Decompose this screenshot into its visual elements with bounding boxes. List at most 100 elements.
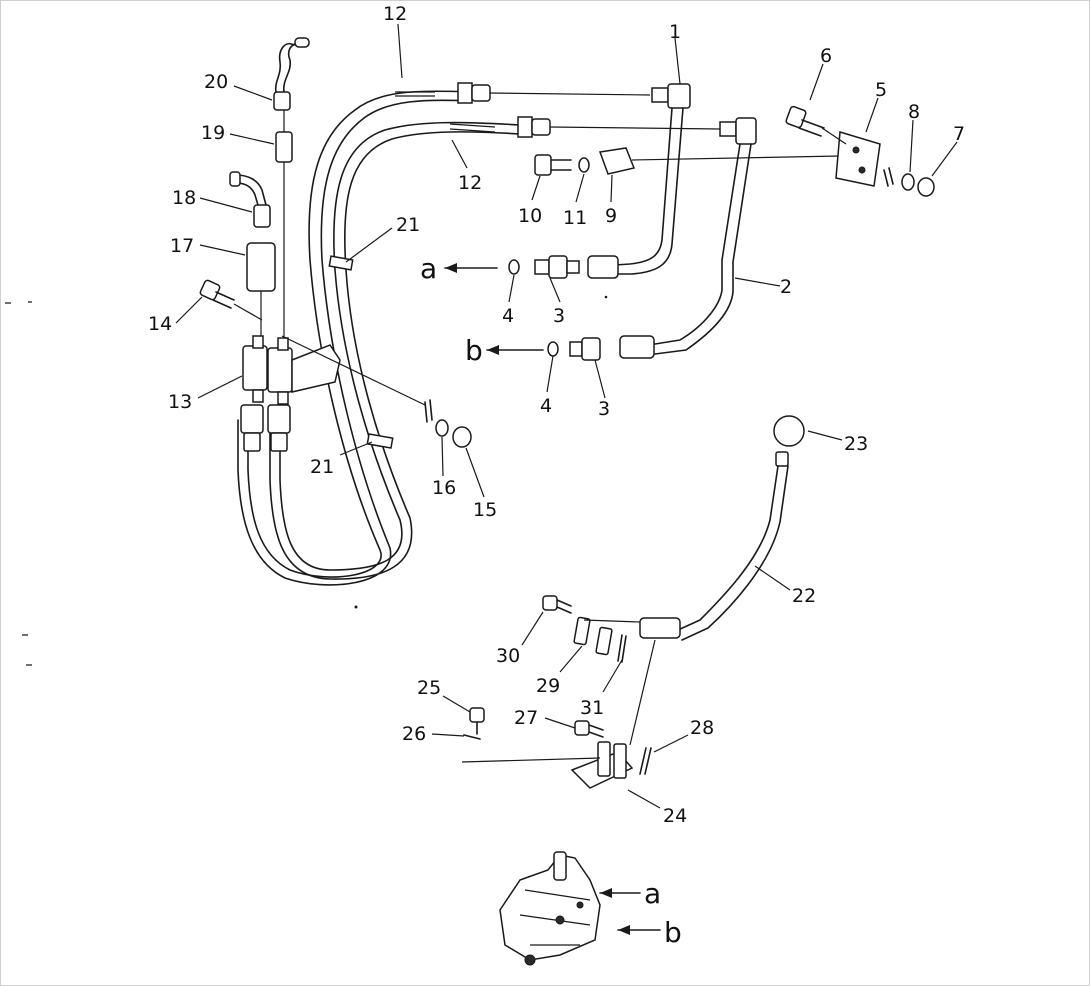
hose-fitting-top-inner: [517, 116, 551, 138]
hose-end-right: [267, 404, 291, 434]
hose-fitting-top-outer: [457, 82, 491, 104]
callout-2: 2: [780, 276, 792, 298]
callout-8: 8: [908, 101, 920, 123]
callout-30: 30: [496, 645, 520, 667]
callout-20: 20: [204, 71, 228, 93]
washer-11: [578, 157, 590, 173]
leader-line: [461, 757, 601, 763]
leader-line: [821, 127, 847, 145]
leader-line: [631, 155, 841, 161]
bolt-14: [199, 279, 235, 309]
callout-21-lower: 21: [310, 456, 334, 478]
bolt-25: [469, 707, 485, 735]
bolt-27: [574, 720, 604, 738]
bolt-10: [534, 154, 572, 176]
port-arrow-b-top: [486, 345, 544, 355]
knob-23: [773, 415, 805, 447]
wire-18: [229, 171, 267, 206]
port-label-b-bottom: b: [664, 916, 682, 949]
adapter-3-upper: [534, 255, 580, 279]
callout-12-middle: 12: [458, 172, 482, 194]
port-label-b-top: b: [465, 334, 483, 367]
leader-line: [233, 303, 263, 321]
callout-16: 16: [432, 477, 456, 499]
hose-12-outer: [237, 90, 471, 586]
callout-15: 15: [473, 499, 497, 521]
callout-5: 5: [875, 79, 887, 101]
callout-24: 24: [663, 805, 687, 827]
pin-26: [463, 734, 481, 740]
pin-31: [617, 634, 627, 663]
callout-4-upper: 4: [502, 305, 514, 327]
port-arrow-a-top: [444, 263, 498, 273]
nut-7: [917, 177, 935, 197]
pin-28: [639, 747, 652, 775]
nut-15: [452, 426, 472, 448]
washer-16: [435, 419, 449, 437]
adapter-3-lower: [569, 337, 601, 361]
hose-end-right-2: [270, 432, 288, 452]
clamp-9: [598, 147, 636, 175]
bracket-24: [570, 741, 634, 789]
callout-leaders: [175, 23, 958, 809]
leader-line: [489, 92, 651, 96]
callout-25: 25: [417, 677, 441, 699]
callout-27: 27: [514, 707, 538, 729]
callout-18: 18: [172, 187, 196, 209]
bolt-6: [785, 105, 825, 137]
hose-end-left-2: [243, 432, 261, 452]
block-13: [242, 335, 341, 405]
plug-20: [273, 91, 291, 111]
bolt-30: [542, 595, 572, 614]
callout-6: 6: [820, 45, 832, 67]
plug-18: [253, 204, 271, 228]
callout-7: 7: [953, 123, 965, 145]
coupler-17: [246, 242, 276, 292]
pipe-2: [619, 117, 757, 359]
callout-9: 9: [605, 205, 617, 227]
callout-22: 22: [792, 585, 816, 607]
hose-end-left: [240, 404, 264, 434]
callout-19: 19: [201, 122, 225, 144]
leader-line: [583, 619, 641, 623]
connector-19: [275, 131, 293, 163]
hose-12-inner: [269, 121, 521, 580]
wire-20: [274, 37, 310, 93]
callout-3-upper: 3: [553, 305, 565, 327]
o-ring-4-lower: [547, 341, 559, 357]
callout-23: 23: [844, 433, 868, 455]
bracket-5: [835, 131, 881, 187]
callout-26: 26: [402, 723, 426, 745]
callout-10: 10: [518, 205, 542, 227]
callout-31: 31: [580, 697, 604, 719]
callout-4-lower: 4: [540, 395, 552, 417]
callout-14: 14: [148, 313, 172, 335]
callout-17: 17: [170, 235, 194, 257]
callout-13: 13: [168, 391, 192, 413]
callout-11: 11: [563, 207, 587, 229]
port-arrow-a-bottom: [599, 888, 641, 898]
lever-22: [639, 451, 789, 641]
callout-1: 1: [669, 21, 681, 43]
plate-29-a: [573, 616, 591, 646]
cotter-pin: [424, 399, 433, 423]
callout-3-lower: 3: [598, 398, 610, 420]
clamp-21-upper: [328, 255, 354, 271]
callout-28: 28: [690, 717, 714, 739]
callout-12-top: 12: [383, 3, 407, 25]
cotter-pin: [883, 167, 894, 187]
port-label-a-bottom: a: [644, 877, 661, 910]
port-arrow-b-bottom: [617, 925, 661, 935]
leader-line: [629, 639, 656, 746]
control-valve: [499, 851, 601, 966]
plate-29-b: [595, 626, 613, 656]
callout-21-upper: 21: [396, 214, 420, 236]
clamp-21-lower: [366, 433, 394, 449]
washer-8: [901, 173, 915, 191]
callout-29: 29: [536, 675, 560, 697]
port-label-a-top: a: [420, 252, 437, 285]
o-ring-4-upper: [508, 259, 520, 275]
leader-line: [549, 126, 721, 130]
